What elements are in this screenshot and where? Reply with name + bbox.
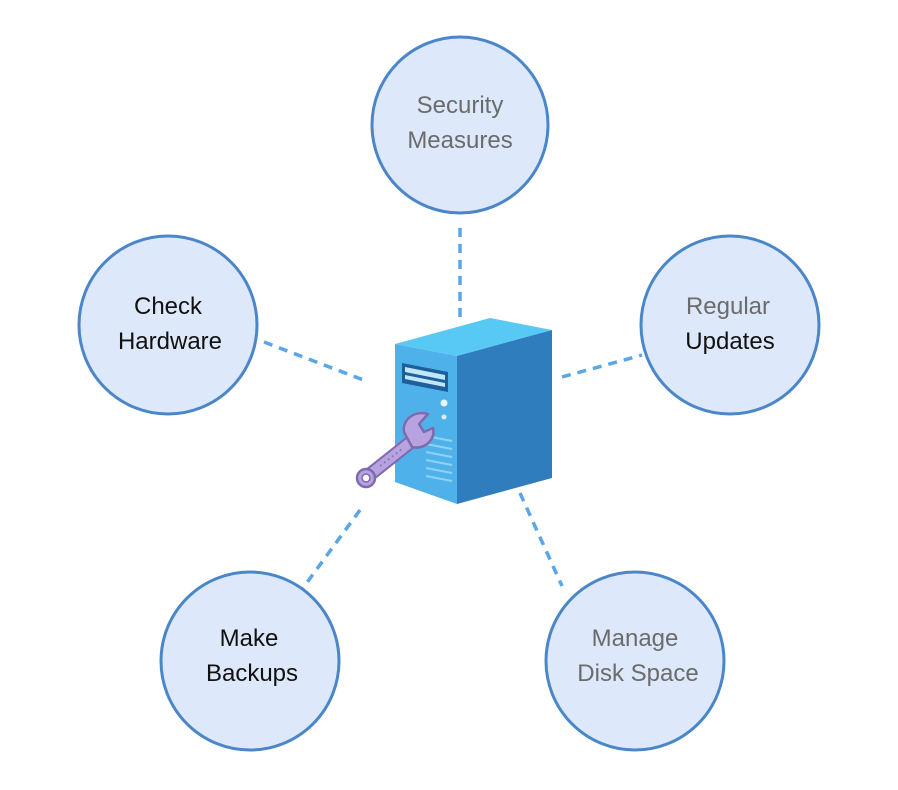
node-circle xyxy=(77,234,259,416)
node-circle xyxy=(159,570,341,752)
node-regular-updates: Regular Updates xyxy=(639,234,821,416)
node-label-line2: Disk Space xyxy=(577,660,698,687)
connectors xyxy=(263,228,643,590)
node-make-backups: Make Backups xyxy=(159,570,341,752)
wrench-icon xyxy=(355,411,435,489)
node-label-line2: Hardware xyxy=(118,328,222,355)
node-check-hardware: Check Hardware xyxy=(77,234,259,416)
node-label-line2: Measures xyxy=(407,127,512,154)
connector-disk xyxy=(518,492,564,587)
node-manage-disk-space: Manage Disk Space xyxy=(544,570,726,752)
connector-hardware xyxy=(263,340,367,383)
node-circle xyxy=(544,570,726,752)
node-label-line1: Check xyxy=(134,293,203,320)
node-label-line1: Security xyxy=(417,92,504,119)
node-label-line2: Updates xyxy=(685,328,774,355)
node-circle xyxy=(370,35,550,215)
node-label-line1: Manage xyxy=(592,625,679,652)
node-label-line1: Regular xyxy=(686,293,770,320)
connector-backups xyxy=(301,508,362,590)
node-label-line2: Backups xyxy=(206,660,298,687)
node-label-line1: Make xyxy=(220,625,279,652)
server-tower-icon xyxy=(395,318,552,504)
connector-updates xyxy=(561,353,643,379)
node-circle xyxy=(639,234,821,416)
node-security-measures: Security Measures xyxy=(370,35,550,215)
